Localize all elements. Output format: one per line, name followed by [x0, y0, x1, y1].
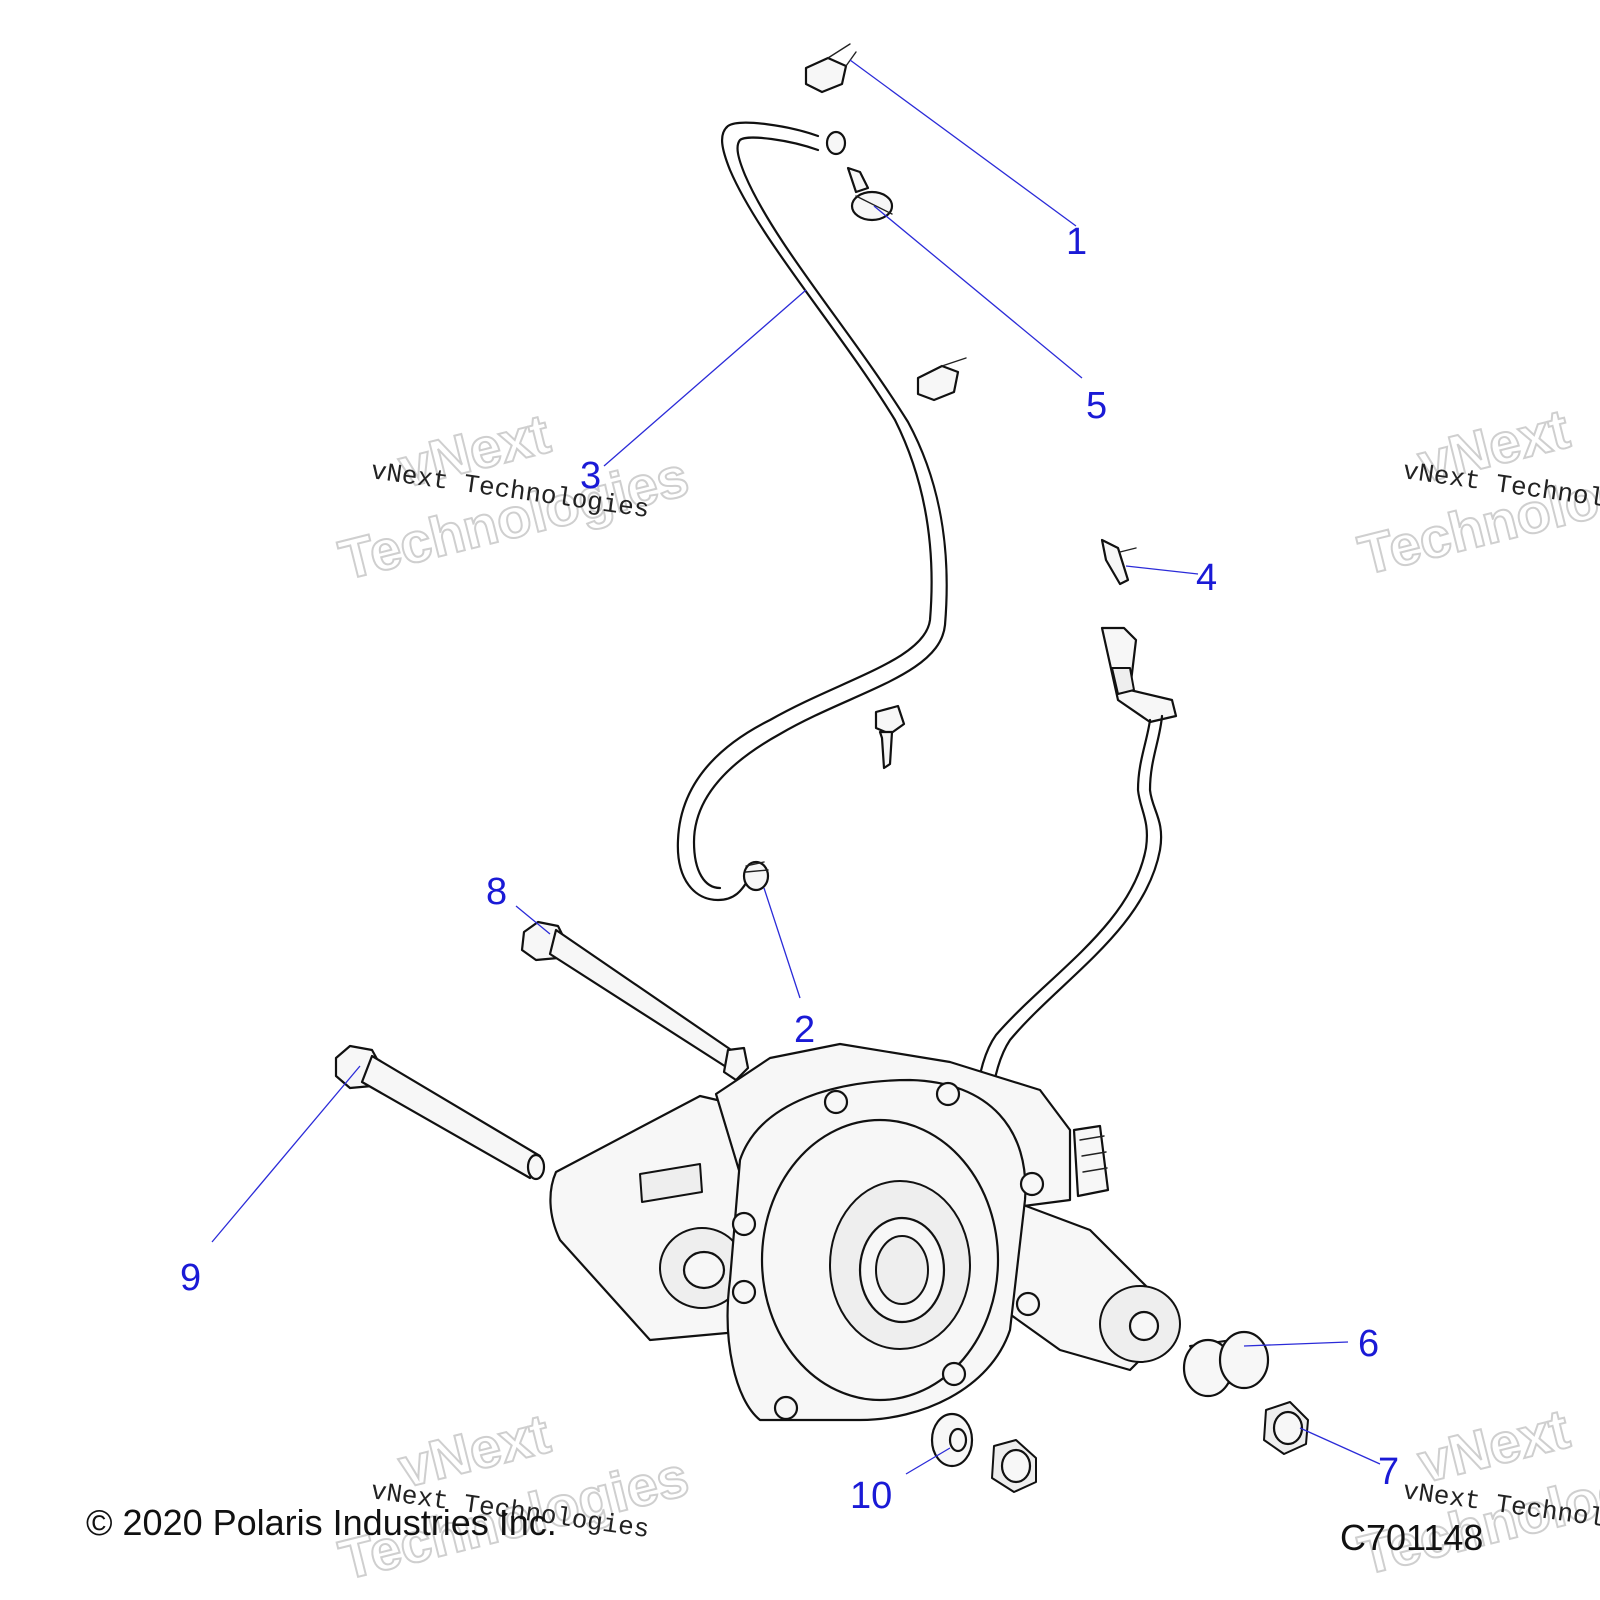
part-4-push-clip: [1100, 538, 1137, 586]
part-1-clip: [804, 43, 857, 94]
callout-8: 8: [486, 871, 507, 913]
part-6-bushing: [1182, 1330, 1270, 1398]
gearcase-housing: [549, 1042, 1181, 1422]
figure-code: C701148: [1340, 1517, 1483, 1558]
callout-3: 3: [580, 455, 601, 497]
callout-9: 9: [180, 1257, 201, 1299]
part-10-washer: [930, 1412, 974, 1468]
hose-clip-lower: [874, 704, 906, 770]
hose-clip-upper: [916, 357, 967, 402]
callout-6: 6: [1358, 1323, 1379, 1365]
part-10-nut: [991, 1439, 1037, 1493]
part-5-fitting: [846, 166, 894, 222]
callout-7: 7: [1378, 1451, 1399, 1493]
leader-lines: [211, 59, 1381, 1475]
part-8-bolt: [520, 920, 750, 1082]
part-7-nut: [1263, 1401, 1309, 1455]
callout-10: 10: [850, 1475, 892, 1517]
part-2-hose-clamp: [742, 860, 770, 892]
callout-1: 1: [1066, 221, 1087, 263]
callout-2: 2: [794, 1009, 815, 1051]
callout-4: 4: [1196, 557, 1217, 599]
copyright-text: © 2020 Polaris Industries Inc.: [86, 1502, 557, 1543]
callout-5: 5: [1086, 385, 1107, 427]
part-9-bolt: [334, 1044, 546, 1181]
part-3-vent-hose: [676, 121, 948, 902]
